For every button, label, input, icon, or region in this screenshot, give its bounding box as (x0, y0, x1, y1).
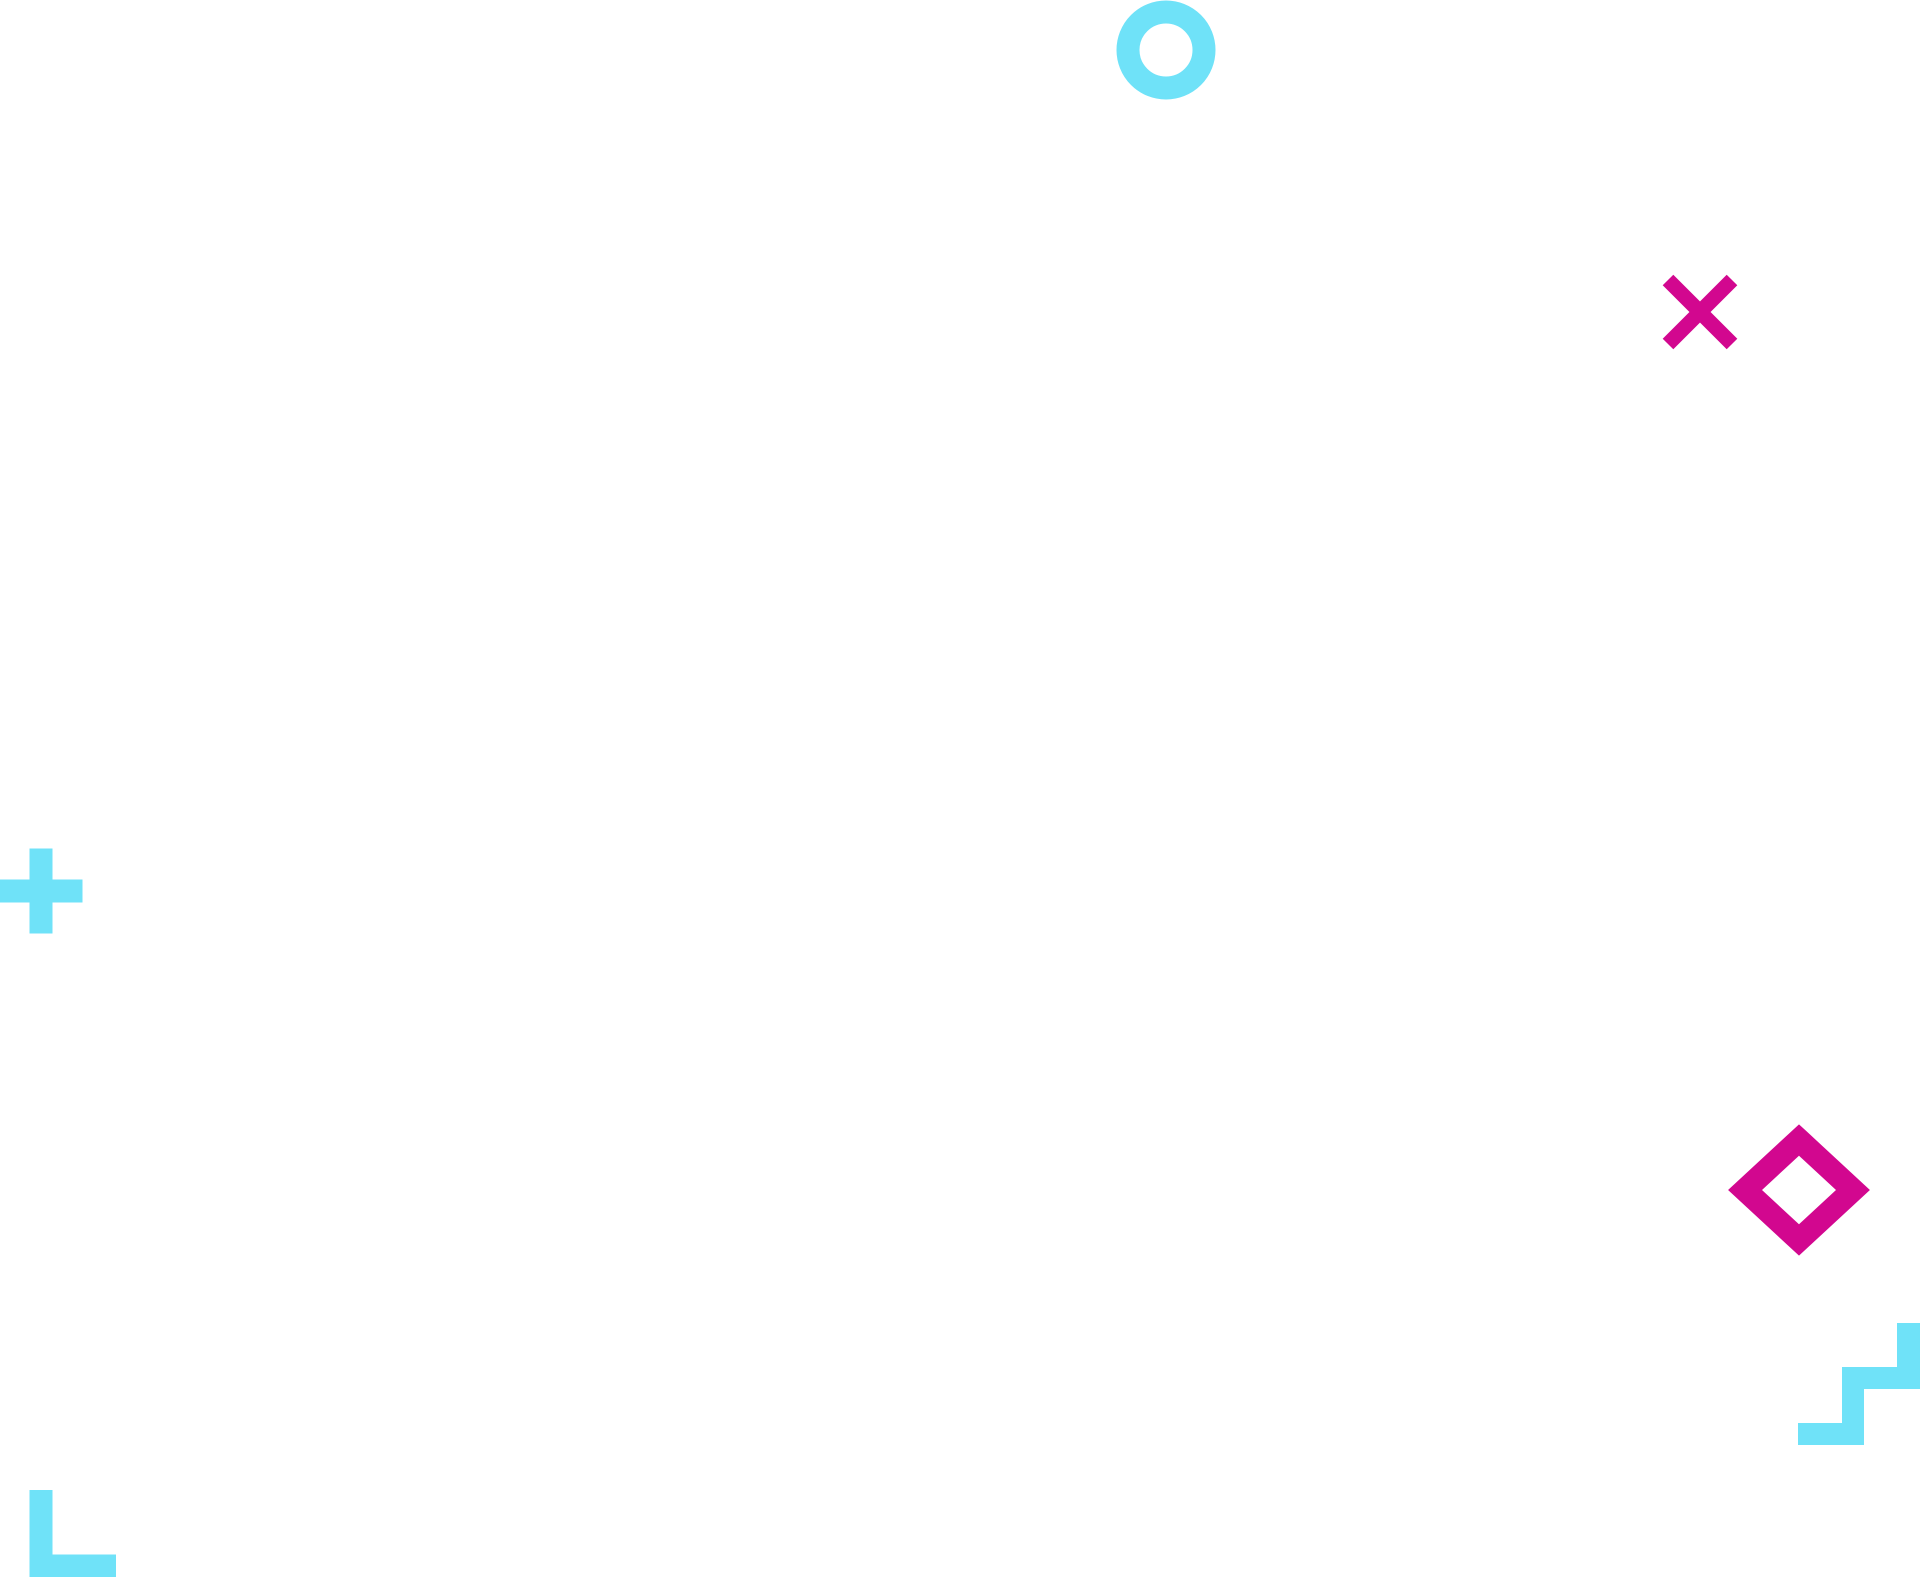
zigzag-step-edge (1897, 1323, 1920, 1389)
cross-x-icon (1662, 274, 1738, 350)
plus-icon (0, 848, 83, 934)
ring-icon (1116, 0, 1216, 100)
diamond-outline-icon (1728, 1124, 1870, 1256)
corner-bracket-icon (29, 1490, 116, 1577)
